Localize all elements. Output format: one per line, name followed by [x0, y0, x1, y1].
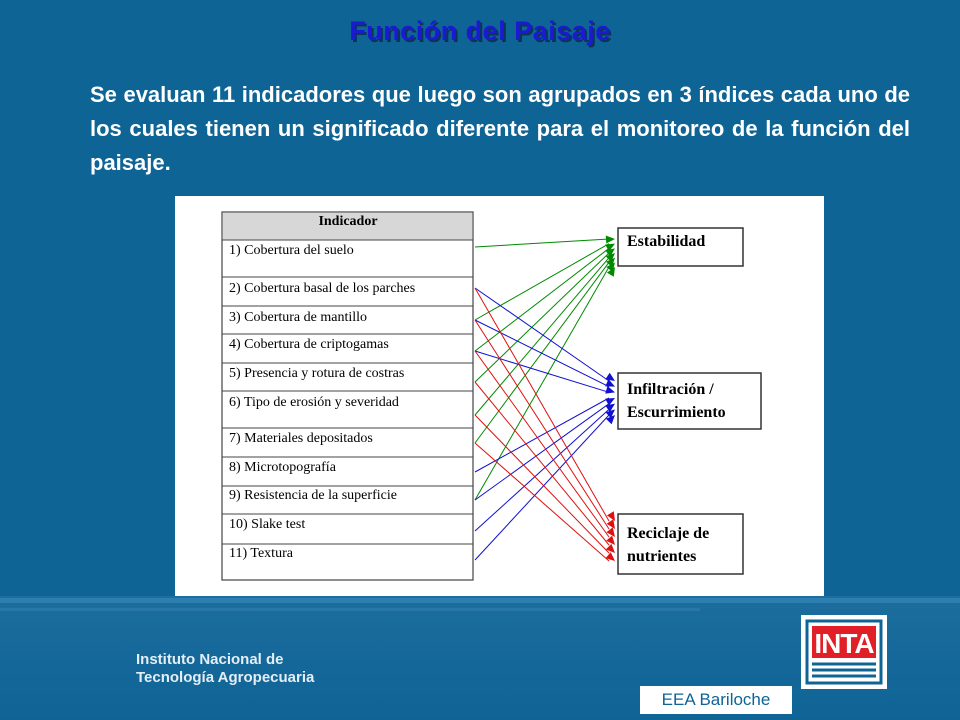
station-label: EEA Bariloche — [640, 686, 792, 714]
indicator-table-header-bg — [222, 212, 473, 240]
link-line — [474, 319, 610, 388]
link-line — [474, 442, 610, 562]
link-line — [474, 408, 610, 532]
link-line — [474, 252, 610, 383]
indicator-diagram: Indicador 1) Cobertura del suelo 2) Cobert… — [175, 196, 824, 600]
link-arrowhead — [606, 511, 615, 521]
link-line — [474, 319, 610, 530]
indicator-label: 7) Materiales depositados — [229, 431, 373, 446]
institute-line-2: Tecnología Agropecuaria — [136, 669, 315, 686]
link-line — [474, 397, 610, 473]
inta-logo: INTA — [801, 615, 887, 689]
indicator-label: 6) Tipo de erosión y severidad — [229, 395, 399, 410]
link-arrowhead — [606, 519, 615, 529]
indicator-label: 3) Cobertura de mantillo — [229, 310, 367, 325]
link-line — [474, 350, 610, 538]
indicator-label: 8) Microtopografía — [229, 460, 337, 475]
link-arrowhead — [605, 235, 615, 244]
link-arrowhead — [605, 552, 615, 561]
link-arrowhead — [605, 248, 615, 257]
link-line — [474, 381, 610, 546]
indicator-label: 2) Cobertura basal de los parches — [229, 281, 415, 296]
footer-band — [0, 596, 960, 720]
institute-name: Instituto Nacional de Tecnología Agropec… — [136, 651, 314, 687]
footer-stripe — [0, 608, 700, 611]
footer-stripe — [0, 598, 960, 603]
link-line — [474, 247, 610, 352]
link-arrowhead — [605, 409, 615, 419]
link-line — [474, 403, 610, 501]
link-arrowhead — [605, 398, 615, 406]
link-line — [474, 414, 610, 561]
link-line — [474, 350, 610, 393]
indicator-table — [221, 211, 474, 581]
link-line — [474, 257, 610, 416]
link-arrowhead — [606, 267, 615, 277]
indicator-label: 10) Slake test — [229, 517, 305, 532]
logo-lettering: INTA — [814, 628, 874, 659]
link-arrowhead — [605, 243, 615, 252]
link-arrowhead — [606, 257, 615, 268]
output-label-reciclaje: nutrientes — [627, 548, 696, 565]
link-line — [474, 287, 610, 382]
link-arrowhead — [606, 527, 615, 537]
output-label-infiltracion: Escurrimiento — [627, 404, 726, 421]
indicator-diagram-svg: Indicador 1) Cobertura del suelo 2) Cobert… — [221, 211, 762, 581]
indicator-label: 9) Resistencia de la superficie — [229, 488, 397, 503]
indicator-label: 11) Textura — [229, 546, 294, 561]
link-arrowhead — [606, 535, 615, 545]
link-line — [474, 238, 610, 248]
indicator-header: Indicador — [318, 214, 377, 229]
indicator-label: 4) Cobertura de criptogamas — [229, 337, 389, 352]
output-box-infiltracion — [617, 372, 762, 430]
institute-line-1: Instituto Nacional de — [136, 651, 284, 668]
indicator-label: 1) Cobertura del suelo — [229, 243, 354, 258]
slide-title: Función del Paisaje — [349, 16, 611, 46]
output-box-estabilidad — [617, 227, 744, 267]
output-label-infiltracion: Infiltración / — [627, 381, 714, 398]
link-arrowhead — [605, 415, 615, 425]
slide-description: Se evaluan 11 indicadores que luego son … — [90, 82, 910, 175]
output-box-reciclaje — [617, 513, 744, 575]
link-arrowhead — [605, 385, 615, 394]
link-line — [474, 266, 610, 501]
link-line — [474, 287, 610, 522]
link-arrowhead — [605, 403, 615, 413]
indicator-label: 5) Presencia y rotura de costras — [229, 366, 404, 381]
link-arrowhead — [605, 379, 615, 387]
output-label-reciclaje: Reciclaje de — [627, 525, 709, 542]
inta-logo-graphic: INTA — [805, 619, 883, 685]
link-arrowhead — [605, 372, 615, 381]
link-arrowhead — [605, 253, 615, 263]
link-arrowhead — [605, 543, 615, 553]
output-label-estabilidad: Estabilidad — [627, 233, 705, 250]
link-line — [474, 262, 610, 444]
link-line — [474, 243, 610, 321]
link-line — [474, 414, 610, 554]
